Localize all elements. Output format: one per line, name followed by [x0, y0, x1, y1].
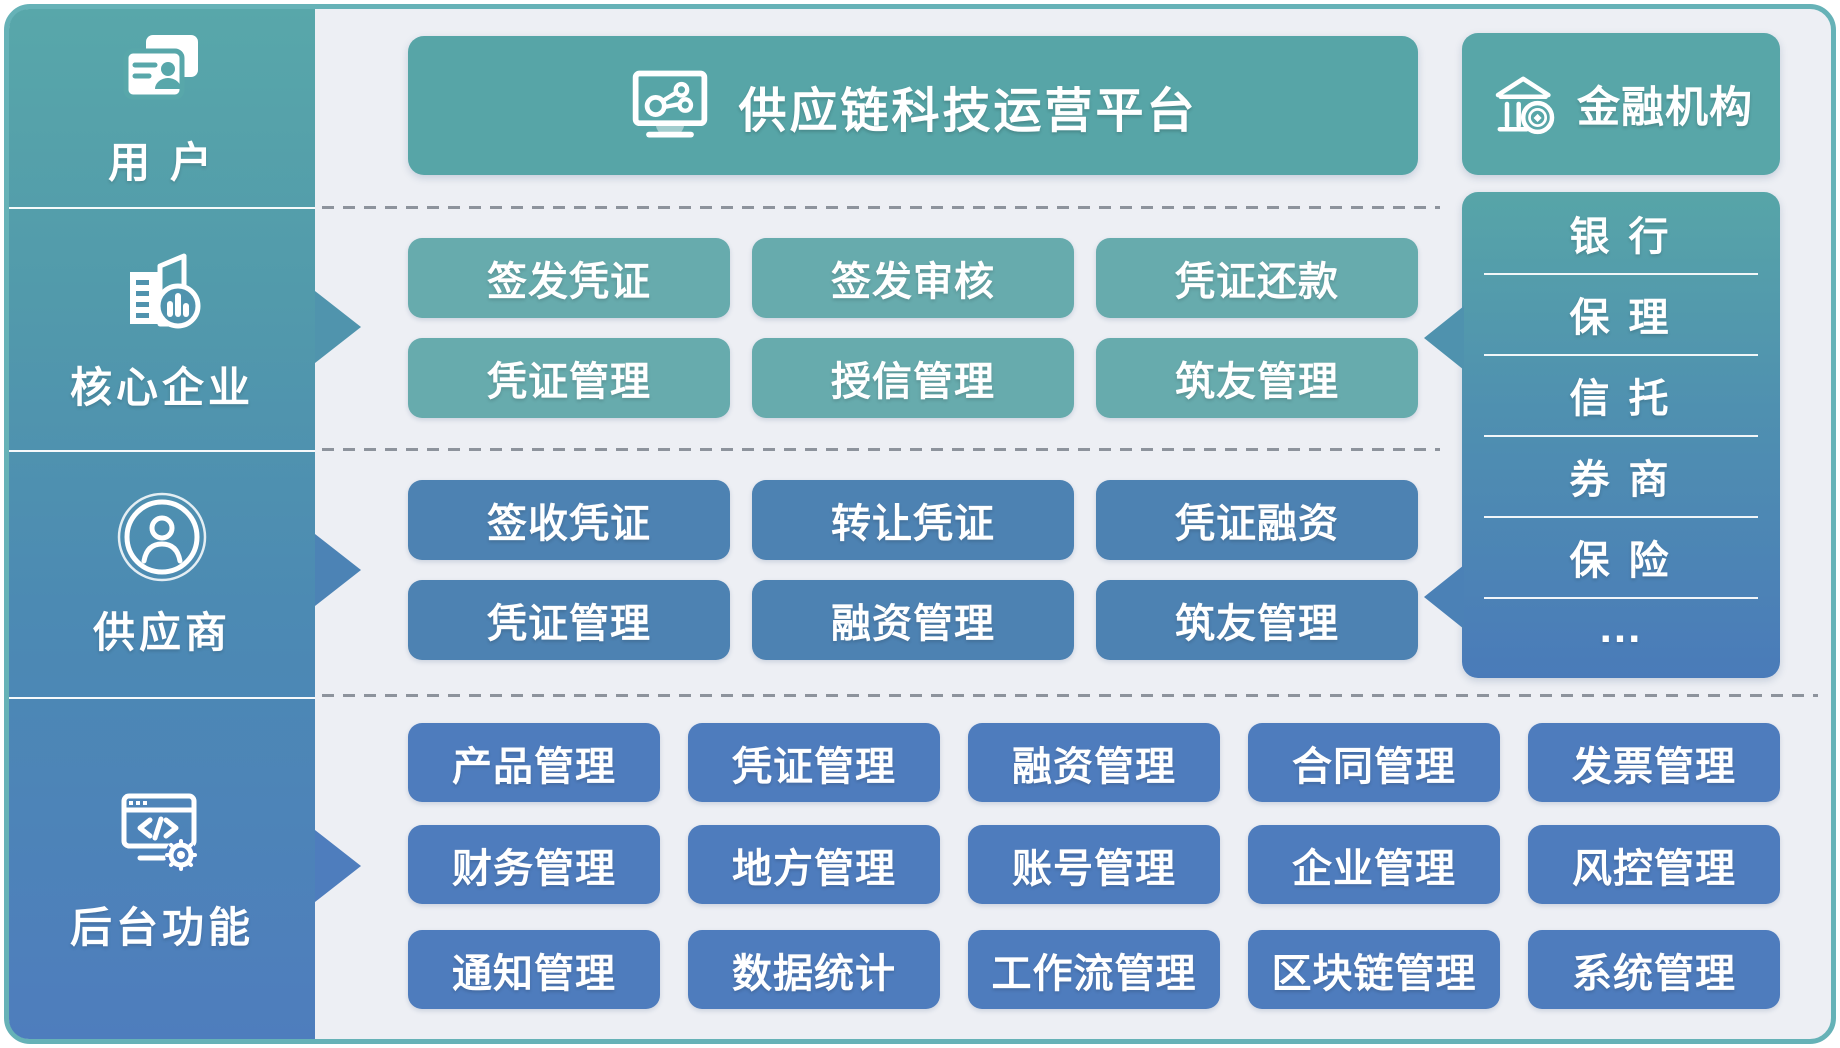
supplier-button-cert-finance[interactable]: 凭证融资 [1096, 480, 1418, 560]
core-button-issue-review[interactable]: 签发审核 [752, 238, 1074, 318]
panel-arrow-core [1424, 306, 1464, 370]
supplier-icon [117, 492, 207, 582]
backend-button-financial-mgmt[interactable]: 财务管理 [408, 825, 660, 904]
backend-console-icon [121, 793, 197, 871]
backend-button-account-mgmt[interactable]: 账号管理 [968, 825, 1220, 904]
core-button-cert-repay[interactable]: 凭证还款 [1096, 238, 1418, 318]
backend-button-notice-mgmt[interactable]: 通知管理 [408, 930, 660, 1009]
bank-icon [1495, 76, 1555, 135]
supplier-button-zhuyou-mgmt[interactable]: 筑友管理 [1096, 580, 1418, 660]
backend-button-cert-mgmt[interactable]: 凭证管理 [688, 723, 940, 802]
core-button-cert-mgmt[interactable]: 凭证管理 [408, 338, 730, 418]
financial-more-label: ... [1599, 602, 1643, 652]
financial-institutions-header[interactable]: 金融机构 [1462, 33, 1780, 175]
core-button-issue-cert[interactable]: 签发凭证 [408, 238, 730, 318]
core-enterprise-arrow [315, 291, 361, 363]
backend-button-finance-mgmt[interactable]: 融资管理 [968, 723, 1220, 802]
sidebar-item-user[interactable]: 用 户 [9, 9, 315, 207]
core-button-credit-mgmt[interactable]: 授信管理 [752, 338, 1074, 418]
financial-institutions-title: 金融机构 [1577, 84, 1753, 132]
sidebar-item-backend[interactable]: 后台功能 [9, 697, 315, 1039]
sidebar-item-core-enterprise[interactable]: 核心企业 [9, 207, 315, 450]
core-button-zhuyou-mgmt[interactable]: 筑友管理 [1096, 338, 1418, 418]
financial-institutions-panel: 银 行 保 理 信 托 券 商 保 险 ... [1462, 192, 1780, 678]
enterprise-icon [130, 253, 201, 329]
platform-title: 供应链科技运营平台 [738, 84, 1198, 138]
backend-button-data-stats[interactable]: 数据统计 [688, 930, 940, 1009]
financial-item-insurance[interactable]: 保 险 [1462, 516, 1780, 597]
sidebar-label-user: 用 户 [108, 138, 216, 186]
supplier-button-finance-mgmt[interactable]: 融资管理 [752, 580, 1074, 660]
backend-button-local-mgmt[interactable]: 地方管理 [688, 825, 940, 904]
panel-arrow-supplier [1424, 565, 1464, 629]
backend-button-workflow-mgmt[interactable]: 工作流管理 [968, 930, 1220, 1009]
platform-banner: 供应链科技运营平台 [408, 36, 1418, 175]
backend-arrow [315, 830, 361, 902]
sidebar-label-backend: 后台功能 [69, 903, 254, 951]
sidebar: 用 户 核心企业 [9, 9, 315, 1039]
backend-button-product-mgmt[interactable]: 产品管理 [408, 723, 660, 802]
dashed-separator-3 [322, 694, 1818, 697]
supplier-button-transfer-cert[interactable]: 转让凭证 [752, 480, 1074, 560]
user-card-icon [123, 34, 198, 99]
backend-button-blockchain-mgmt[interactable]: 区块链管理 [1248, 930, 1500, 1009]
backend-button-system-mgmt[interactable]: 系统管理 [1528, 930, 1780, 1009]
dashed-separator-1 [322, 206, 1440, 209]
dashed-separator-2 [322, 448, 1440, 451]
sidebar-item-supplier[interactable]: 供应商 [9, 450, 315, 697]
financial-item-bank[interactable]: 银 行 [1569, 214, 1673, 259]
financial-item-more[interactable]: ... [1462, 597, 1780, 678]
sidebar-label-supplier: 供应商 [92, 609, 231, 656]
financial-item-factoring[interactable]: 保 理 [1462, 273, 1780, 354]
financial-item-securities[interactable]: 券 商 [1462, 435, 1780, 516]
platform-monitor-icon [633, 70, 708, 137]
supplier-button-cert-mgmt[interactable]: 凭证管理 [408, 580, 730, 660]
sidebar-label-core-enterprise: 核心企业 [69, 364, 254, 411]
supplier-arrow [315, 534, 361, 606]
backend-button-contract-mgmt[interactable]: 合同管理 [1248, 723, 1500, 802]
backend-button-risk-mgmt[interactable]: 风控管理 [1528, 825, 1780, 904]
supplier-button-receive-cert[interactable]: 签收凭证 [408, 480, 730, 560]
backend-button-invoice-mgmt[interactable]: 发票管理 [1528, 723, 1780, 802]
backend-button-enterprise-mgmt[interactable]: 企业管理 [1248, 825, 1500, 904]
financial-item-trust[interactable]: 信 托 [1462, 354, 1780, 435]
